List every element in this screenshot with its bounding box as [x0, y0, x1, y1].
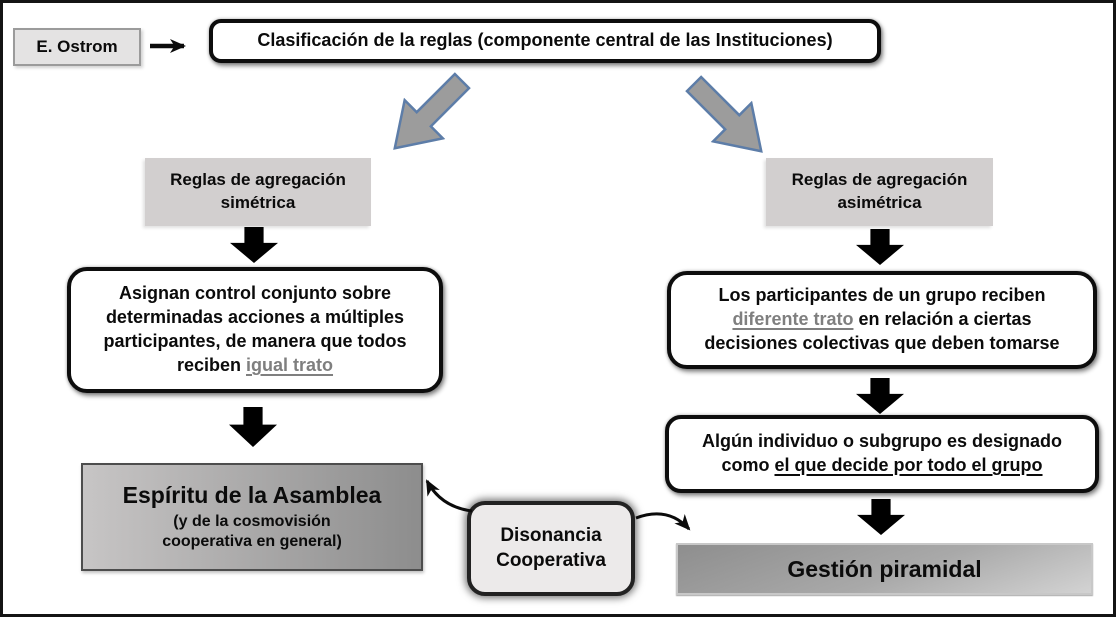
asymmetric-rule-text: Los participantes de un grupo reciben di…: [704, 285, 1060, 353]
dissonance-to-assembly-arrow: [425, 479, 473, 513]
symmetric-header-label: Reglas de agregación simétrica: [170, 170, 346, 212]
assembly-outcome-box: Espíritu de la Asamblea (y de la cosmovi…: [81, 463, 423, 571]
title-label: Clasificación de la reglas (componente c…: [257, 30, 833, 51]
assembly-outcome-title: Espíritu de la Asamblea: [122, 482, 382, 509]
symmetric-rule-text: Asignan control conjunto sobre determina…: [103, 283, 407, 375]
down-arrow-icon: [857, 499, 905, 535]
branch-arrow-left-icon: [372, 59, 484, 171]
branch-arrow-right-icon: [672, 62, 784, 174]
author-label: E. Ostrom: [36, 37, 118, 56]
dissonance-connector-label: Disonancia Cooperativa: [496, 524, 606, 571]
down-arrow-icon: [230, 227, 278, 263]
author-box: E. Ostrom: [13, 28, 141, 66]
asymmetric-rule-box: Los participantes de un grupo reciben di…: [667, 271, 1097, 369]
pyramid-outcome-box: Gestión piramidal: [676, 543, 1093, 595]
underlined-term: igual trato: [246, 354, 334, 375]
dissonance-to-pyramid-arrow: [635, 512, 691, 531]
underlined-term: diferente trato: [732, 309, 854, 330]
pyramid-outcome-title: Gestión piramidal: [787, 555, 982, 582]
title-box: Clasificación de la reglas (componente c…: [209, 19, 881, 63]
down-arrow-icon: [229, 407, 277, 447]
designation-rule-text: Algún individuo o subgrupo es designado …: [702, 431, 1062, 475]
assembly-outcome-subtitle: (y de la cosmovisión cooperativa en gene…: [162, 512, 342, 550]
underlined-term: el que decide por todo el grupo: [774, 455, 1043, 475]
dissonance-connector-box: Disonancia Cooperativa: [467, 501, 635, 596]
asymmetric-header-label: Reglas de agregación asimétrica: [791, 170, 968, 212]
symmetric-rule-box: Asignan control conjunto sobre determina…: [67, 267, 443, 393]
asymmetric-header-box: Reglas de agregación asimétrica: [766, 158, 993, 226]
designation-rule-box: Algún individuo o subgrupo es designado …: [665, 415, 1099, 493]
down-arrow-icon: [856, 378, 904, 414]
symmetric-header-box: Reglas de agregación simétrica: [145, 158, 371, 226]
down-arrow-icon: [856, 229, 904, 265]
